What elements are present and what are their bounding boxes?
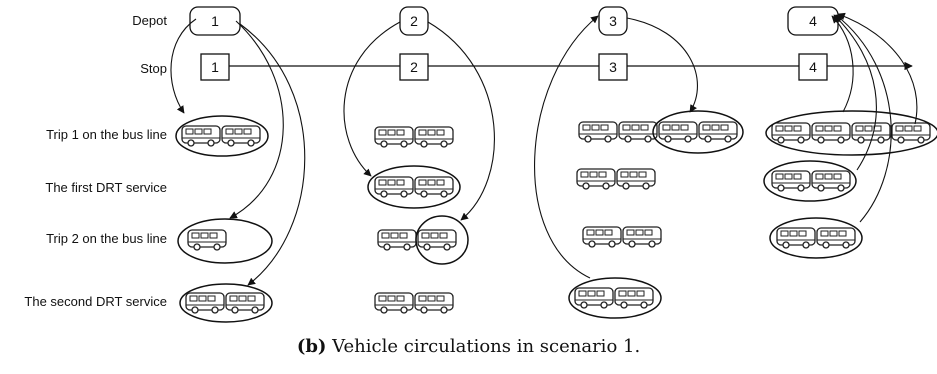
selection-ellipse bbox=[763, 160, 857, 202]
bus-icon bbox=[377, 229, 417, 251]
bus-icon bbox=[816, 227, 856, 249]
row-label-trip1: Trip 1 on the bus line bbox=[46, 127, 167, 142]
circulation-arrow bbox=[343, 21, 401, 177]
bus-icon bbox=[776, 227, 816, 249]
stop-2-label: 2 bbox=[410, 59, 418, 75]
vehicle-circulation-diagram: Depot Stop Trip 1 on the bus line The fi… bbox=[24, 6, 937, 323]
depot-3-label: 3 bbox=[609, 13, 617, 29]
bus-icon bbox=[185, 292, 225, 314]
depot-1: 1 bbox=[189, 6, 241, 36]
row-label-stop: Stop bbox=[140, 61, 167, 76]
bus-icon bbox=[658, 121, 698, 143]
bus-icon bbox=[771, 170, 811, 192]
bus-icon bbox=[811, 170, 851, 192]
circulation-arrow bbox=[833, 14, 877, 171]
circulation-arrow bbox=[534, 15, 599, 279]
figure-caption: (b) Vehicle circulations in scenario 1. bbox=[0, 336, 937, 357]
depot-1-label: 1 bbox=[211, 13, 219, 29]
depot-4-label: 4 bbox=[809, 13, 817, 29]
stop-4: 4 bbox=[798, 53, 828, 81]
bus-icon bbox=[574, 287, 614, 309]
bus-icon bbox=[221, 125, 261, 147]
bus-icon bbox=[414, 176, 454, 198]
bus-icon bbox=[414, 292, 454, 314]
bus-icon bbox=[576, 168, 616, 190]
bus-icon bbox=[374, 292, 414, 314]
circulation-arrow bbox=[835, 14, 892, 223]
bus-icon bbox=[622, 226, 662, 248]
bus-icon bbox=[698, 121, 738, 143]
bus-icon bbox=[614, 287, 654, 309]
stop-1-label: 1 bbox=[211, 59, 219, 75]
row-label-drt1: The first DRT service bbox=[45, 180, 167, 195]
depot-4: 4 bbox=[787, 6, 839, 36]
stop-3: 3 bbox=[598, 53, 628, 81]
selection-ellipse bbox=[367, 165, 461, 209]
bus-icon bbox=[582, 226, 622, 248]
bus-icon bbox=[771, 122, 811, 144]
stop-2: 2 bbox=[399, 53, 429, 81]
circulation-arrow bbox=[837, 12, 918, 125]
bus-icon bbox=[374, 126, 414, 148]
selection-ellipse bbox=[568, 277, 662, 319]
bus-icon bbox=[891, 122, 931, 144]
depot-2: 2 bbox=[399, 6, 429, 36]
bus-icon bbox=[417, 229, 457, 251]
bus-icon bbox=[616, 168, 656, 190]
circulation-arrow bbox=[626, 17, 698, 113]
bus-icon bbox=[618, 121, 658, 143]
selection-ellipse bbox=[415, 215, 469, 265]
bus-icon bbox=[225, 292, 265, 314]
row-label-depot: Depot bbox=[132, 13, 167, 28]
stop-1: 1 bbox=[200, 53, 230, 81]
bus-icon bbox=[414, 126, 454, 148]
stop-3-label: 3 bbox=[609, 59, 617, 75]
stop-4-label: 4 bbox=[809, 59, 817, 75]
bus-icon bbox=[374, 176, 414, 198]
selection-ellipse bbox=[769, 217, 863, 259]
selection-ellipse bbox=[652, 110, 744, 154]
row-label-drt2: The second DRT service bbox=[24, 294, 167, 309]
bus-icon bbox=[187, 229, 227, 251]
circulation-arrow bbox=[170, 18, 197, 114]
caption-tag: (b) bbox=[296, 336, 327, 357]
selection-ellipse bbox=[179, 283, 273, 323]
circulation-arrow bbox=[427, 21, 495, 221]
selection-ellipse bbox=[765, 110, 937, 156]
depot-2-label: 2 bbox=[410, 13, 418, 29]
selection-ellipse bbox=[175, 115, 269, 157]
bus-icon bbox=[181, 125, 221, 147]
caption-text: Vehicle circulations in scenario 1. bbox=[332, 336, 641, 357]
bus-icon bbox=[578, 121, 618, 143]
bus-icon bbox=[811, 122, 851, 144]
row-label-trip2: Trip 2 on the bus line bbox=[46, 231, 167, 246]
circulation-arrow bbox=[831, 15, 854, 113]
circulation-arrow bbox=[239, 23, 306, 286]
depot-3: 3 bbox=[598, 6, 628, 36]
selection-ellipse bbox=[177, 218, 273, 264]
circulation-arrow bbox=[229, 20, 284, 219]
